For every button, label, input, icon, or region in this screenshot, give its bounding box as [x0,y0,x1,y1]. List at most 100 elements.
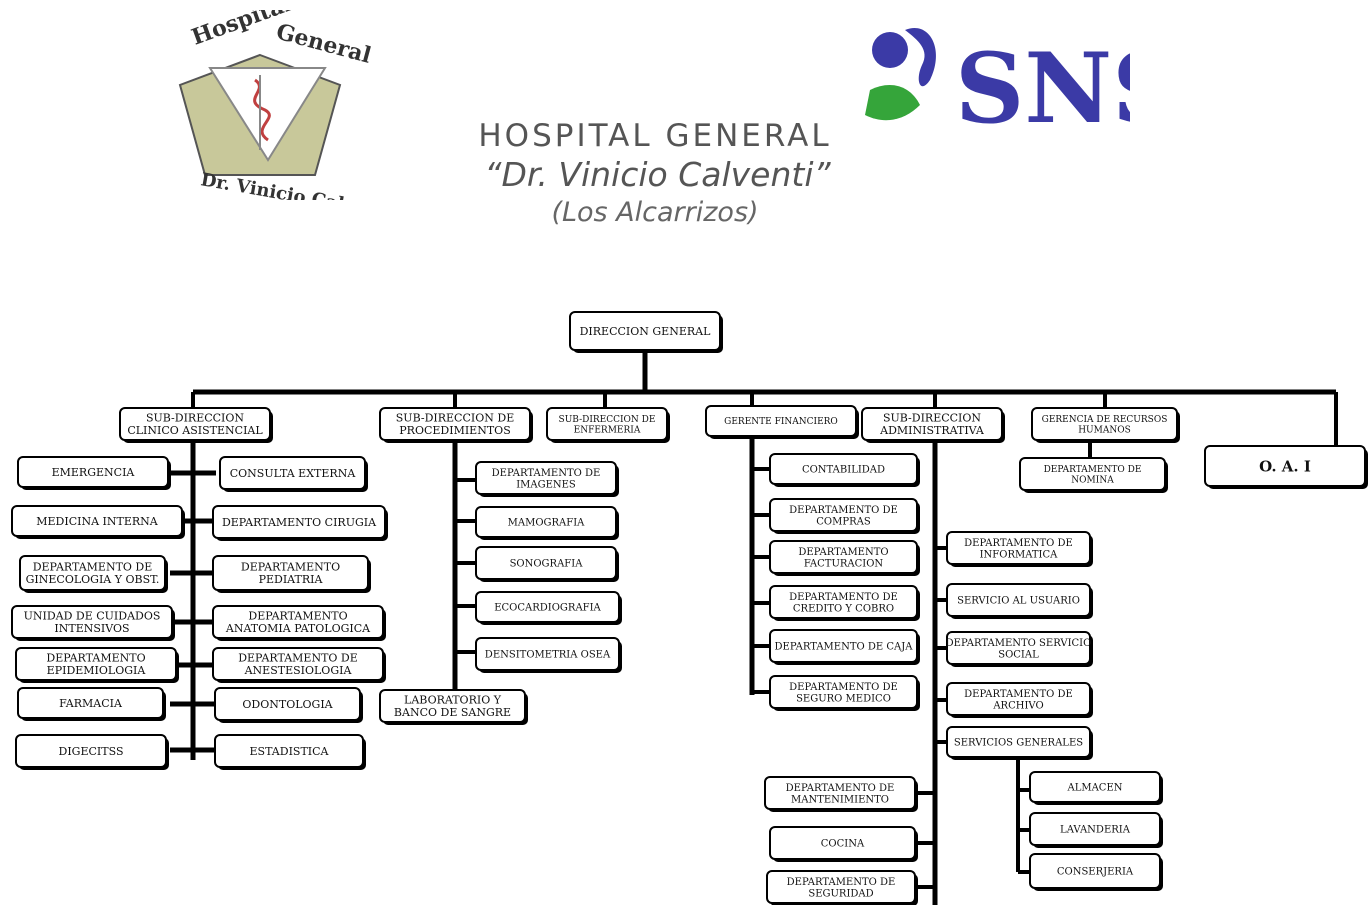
sub-administrativa-box-label: ADMINISTRATIVA [879,424,985,437]
hospital-subtitle: “Dr. Vinicio Calventi” [484,155,831,194]
sub-clinico-box-label: CLINICO ASISTENCIAL [127,424,263,437]
clinico-left-box-6: DIGECITSS [15,734,169,770]
sub-procedimientos-box-label: PROCEDIMIENTOS [399,424,510,437]
admin-right-box-4-label: SERVICIOS GENERALES [954,738,1083,749]
clinico-right-box-5: ODONTOLOGIA [214,687,363,723]
financiero-box-1-label: COMPRAS [816,516,871,527]
financiero-box-4: DEPARTAMENTO DE CAJA [769,629,920,665]
gerente-financiero-box: GERENTE FINANCIERO [705,405,859,439]
sub-procedimientos-box-label: SUB-DIRECCION DE [396,412,514,425]
procedimientos-box-1-label: MAMOGRAFIA [508,518,586,529]
admin-left-box-2-label: DEPARTAMENTO DE [787,877,896,888]
clinico-right-box-2-label: PEDIATRIA [259,573,324,586]
clinico-left-box-2-label: GINECOLOGIA Y OBST. [26,573,160,586]
clinico-left-box-4-label: EPIDEMIOLOGIA [47,664,147,677]
financiero-box-5-label: DEPARTAMENTO DE [789,682,898,693]
clinico-left-box-3-label: INTENSIVOS [54,622,129,635]
gerencia-rrhh-box-label: HUMANOS [1078,425,1131,435]
clinico-right-box-4-label: ANESTESIOLOGIA [244,664,353,677]
sub-clinico-box-label: SUB-DIRECCION [146,412,244,425]
hospital-location: (Los Alcarrizos) [551,197,759,228]
gerencia-rrhh-box-label: GERENCIA DE RECURSOS [1042,415,1168,425]
clinico-left-box-4-label: DEPARTAMENTO [46,652,145,665]
clinico-left-box-5-label: FARMACIA [59,697,123,710]
admin-left-box-1: COCINA [769,826,918,862]
clinico-right-box-1-label: DEPARTAMENTO CIRUGIA [222,516,377,529]
procedimientos-box-4: DENSITOMETRIA OSEA [475,637,622,673]
sub-enfermeria-box-label: ENFERMERIA [574,425,641,435]
clinico-left-box-0: EMERGENCIA [17,456,171,490]
clinico-right-box-1: DEPARTAMENTO CIRUGIA [212,505,388,541]
admin-right-box-3-label: ARCHIVO [992,700,1043,711]
sns-logo: SNS [865,28,1130,140]
procedimientos-box-1: MAMOGRAFIA [475,506,619,540]
procedimientos-box-0-label: IMAGENES [516,479,576,490]
servicios-generales-box-2-label: CONSERJERIA [1057,867,1134,878]
oai-box-label: O. A. I [1259,457,1311,475]
financiero-box-2-label: FACTURACION [804,558,884,569]
clinico-right-box-2-label: DEPARTAMENTO [241,561,340,574]
financiero-box-4-label: DEPARTAMENTO DE CAJA [775,642,914,653]
direccion-general-box: DIRECCION GENERAL [569,311,723,353]
nomina-box-label: NOMINA [1071,475,1114,485]
procedimientos-box-3: ECOCARDIOGRAFIA [475,591,622,625]
clinico-right-box-4-label: DEPARTAMENTO DE [238,652,358,665]
financiero-box-3-label: CREDITO Y COBRO [793,603,894,614]
laboratorio-box-label: LABORATORIO Y [404,694,502,707]
admin-right-box-2-label: SOCIAL [998,649,1039,660]
clinico-right-box-3-label: DEPARTAMENTO [248,610,347,623]
clinico-right-box-0-label: CONSULTA EXTERNA [230,467,357,480]
financiero-box-0-label: CONTABILIDAD [802,465,885,476]
admin-right-box-1: SERVICIO AL USUARIO [946,583,1093,619]
admin-left-box-2-label: SEGURIDAD [808,888,873,899]
caduceus-icon [253,78,271,142]
admin-left-box-1-label: COCINA [821,839,865,850]
clinico-left-box-3-label: UNIDAD DE CUIDADOS [24,610,161,623]
hospital-title: HOSPITAL GENERAL [478,118,832,154]
financiero-box-3-label: DEPARTAMENTO DE [789,592,898,603]
clinico-left-box-5: FARMACIA [17,687,166,721]
procedimientos-box-3-label: ECOCARDIOGRAFIA [494,603,601,614]
clinico-right-box-6-label: ESTADISTICA [250,745,330,758]
sns-text: SNS [955,32,1130,140]
procedimientos-box-0-label: DEPARTAMENTO DE [492,468,601,479]
procedimientos-box-2-label: SONOGRAFIA [510,559,584,570]
servicios-generales-box-0: ALMACEN [1029,771,1163,805]
hospital-seal-logo: Hospital General Dr. Vinicio Calventi [178,10,380,200]
sns-head-icon [872,32,908,68]
clinico-right-box-0: CONSULTA EXTERNA [219,456,368,492]
sns-hand-icon [865,85,920,121]
admin-right-box-1-label: SERVICIO AL USUARIO [957,596,1080,607]
nomina-box-label: DEPARTAMENTO DE [1044,465,1142,475]
clinico-right-box-5-label: ODONTOLOGIA [242,698,333,711]
admin-right-box-0-label: DEPARTAMENTO DE [964,538,1073,549]
oai-box: O. A. I [1204,445,1368,489]
clinico-left-box-0-label: EMERGENCIA [52,466,136,479]
clinico-right-box-6: ESTADISTICA [214,734,366,770]
admin-right-box-2-label: DEPARTAMENTO SERVICIO [946,638,1092,649]
gerente-financiero-box-label: GERENTE FINANCIERO [724,417,838,427]
